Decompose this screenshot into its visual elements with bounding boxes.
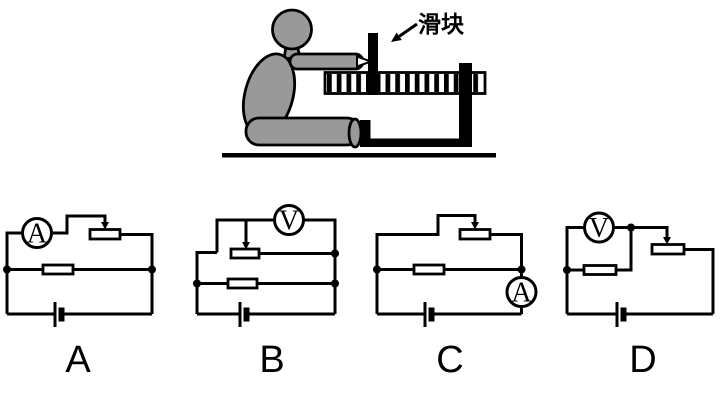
rheostat-body [88,228,122,241]
measuring-ruler [323,71,487,95]
ammeter-letter: A [511,278,532,309]
person-head [271,8,313,51]
voltmeter-letter: V [589,213,609,244]
junction-dot [3,265,11,274]
bench-left-post [360,120,371,147]
battery [53,302,65,327]
junction-dot [563,266,571,274]
ammeter-body [505,276,538,308]
slider-label: 滑块 [418,12,464,38]
rheostat-wiper-arrowhead [471,222,479,230]
options-row: A B C D [65,339,656,381]
voltmeter-letter: V [279,206,299,237]
person-arm [288,52,365,71]
circuit-option-d: V [563,211,715,327]
ground-line [222,153,496,158]
rheostat-body [458,228,492,241]
option-label-c: C [436,339,463,381]
junction-dot [193,279,201,288]
junction-dot [331,279,339,288]
junction-dot [517,265,526,274]
rheostat-wiper-arrowhead [242,242,250,250]
battery [238,302,250,327]
circuit-option-a: A [3,214,156,327]
circuit-option-c: A [373,214,538,327]
wire-right [684,248,715,314]
wire-left [5,231,23,314]
sit-and-reach-illustration: 滑块 [222,8,496,158]
battery [615,302,627,327]
rheostat-body [229,247,261,260]
person-legs [244,116,362,147]
person-hand [356,55,374,68]
circuit-option-b: V [193,204,339,327]
bench-frame [360,63,472,147]
bench-bar [360,138,472,147]
wire-right [120,233,154,314]
resistor [412,263,446,276]
voltmeter-body [583,211,615,244]
person-foot [347,117,363,149]
junction-dot [373,265,381,274]
option-label-d: D [629,339,656,381]
slider-callout-arrowhead [391,32,402,42]
ammeter-body [21,217,53,249]
rheostat-wiper-arrowhead [663,237,671,245]
resistor [582,264,618,276]
wire-left [195,251,217,314]
slider-post [368,33,378,95]
ammeter-letter: A [27,219,48,250]
wire-right-upper [490,233,523,278]
wire-left [565,226,585,314]
slider-callout-line [398,22,418,38]
junction-dot [148,265,156,274]
voltmeter-body [273,204,305,236]
wire-top-left [215,218,275,253]
rheostat-body [650,243,686,256]
slider-callout: 滑块 [391,12,464,42]
ruler-tick-marks [327,74,483,92]
junction-dot [627,223,635,232]
option-label-b: B [259,339,284,381]
resistor [226,277,259,290]
battery [423,302,435,327]
option-label-a: A [65,339,91,381]
bench-right-post [459,63,472,147]
rheostat-wiper-arrowhead [101,222,109,230]
resistor [41,263,75,276]
junction-dot [331,249,339,258]
wire-left-and-wiper [375,214,477,314]
wire-wiper-link [51,214,107,235]
person [241,8,374,149]
